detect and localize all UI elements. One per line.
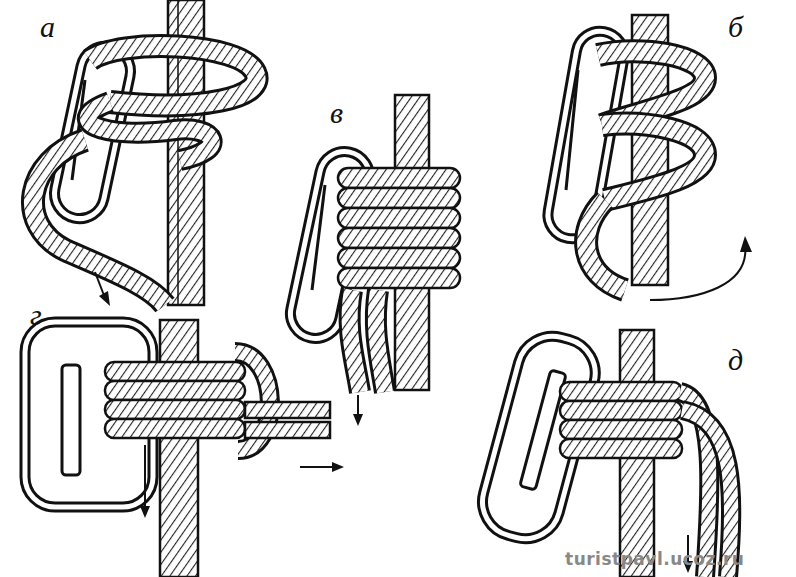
rope-coil [338, 188, 460, 208]
carabiner-gate [312, 185, 325, 290]
main-rope [160, 320, 198, 577]
rope-strand [376, 290, 385, 392]
rope-coil [105, 419, 245, 438]
rope-coil [560, 420, 682, 439]
rope-coil [105, 381, 245, 400]
rope-strand-fill [376, 290, 385, 392]
rope-loop-fill [88, 102, 212, 160]
carabiner-gate [566, 70, 578, 190]
rope-strand [350, 290, 360, 392]
rope-strand [586, 200, 625, 290]
panel-letter: в [330, 98, 343, 128]
rope-strand-fill [586, 200, 625, 290]
rope-coil [338, 168, 460, 188]
arrow-head [99, 291, 110, 306]
watermark: turistpavl.ucoz.ru [565, 551, 744, 568]
rope-wrap [602, 124, 705, 200]
arrow-head [353, 414, 363, 426]
direction-arrow [650, 245, 745, 300]
rope-strand [245, 402, 330, 418]
rope-loop [88, 102, 212, 160]
panel-letter: г [30, 300, 42, 330]
rope-coil [105, 362, 245, 381]
rope-coil [338, 228, 460, 248]
rope-coil [338, 248, 460, 268]
rope-loop [90, 46, 257, 105]
rope-coil [338, 208, 460, 228]
rope-strand-fill [350, 290, 360, 392]
rope-strand [33, 140, 165, 305]
direction-arrow [144, 445, 146, 510]
panel-letter: д [728, 345, 743, 375]
panel-letter: б [728, 12, 743, 42]
rope-loop-fill [90, 46, 257, 105]
carabiner-gate [62, 365, 80, 475]
rope-strand-fill [33, 140, 165, 305]
rope-coil [105, 400, 245, 419]
direction-arrow [300, 466, 335, 468]
arrow-head [740, 236, 752, 252]
rope-wrap-fill [602, 124, 705, 200]
rope-coil [560, 382, 682, 401]
arrow-head [140, 506, 150, 518]
rope-coil [560, 439, 682, 458]
rope-coil [338, 268, 460, 288]
rope-coil [560, 401, 682, 420]
rope-strand [245, 422, 330, 438]
arrow-head [332, 462, 344, 472]
panel-letter: а [40, 12, 55, 42]
